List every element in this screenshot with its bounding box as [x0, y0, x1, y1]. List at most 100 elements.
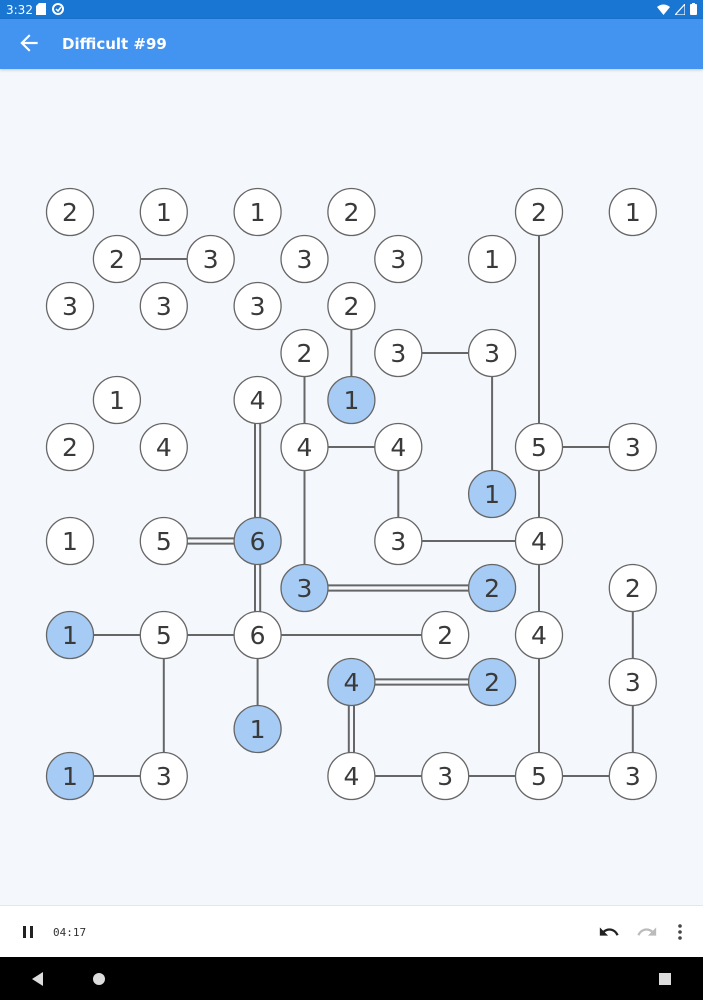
- island-circle[interactable]: [467, 234, 517, 284]
- island[interactable]: 2: [467, 657, 517, 707]
- island-circle[interactable]: [233, 375, 282, 425]
- island-circle[interactable]: [467, 469, 517, 519]
- island[interactable]: 2: [467, 563, 517, 613]
- island[interactable]: 1: [45, 610, 95, 660]
- island[interactable]: 1: [45, 516, 95, 566]
- island[interactable]: 3: [467, 328, 517, 378]
- island-circle[interactable]: [45, 422, 95, 472]
- island[interactable]: 2: [92, 234, 142, 284]
- island-circle[interactable]: [280, 328, 329, 378]
- island-circle[interactable]: [139, 281, 188, 331]
- island-circle[interactable]: [467, 563, 517, 613]
- island[interactable]: 2: [45, 422, 95, 472]
- island-circle[interactable]: [327, 375, 376, 425]
- island[interactable]: 4: [139, 422, 188, 472]
- island[interactable]: 1: [327, 375, 376, 425]
- island[interactable]: 3: [374, 234, 423, 284]
- island[interactable]: 1: [139, 187, 188, 237]
- island[interactable]: 1: [92, 375, 142, 425]
- island[interactable]: 3: [45, 281, 95, 331]
- island-circle[interactable]: [233, 281, 282, 331]
- island-circle[interactable]: [139, 187, 188, 237]
- island-circle[interactable]: [45, 281, 95, 331]
- island-circle[interactable]: [374, 234, 423, 284]
- island-circle[interactable]: [608, 657, 657, 707]
- island-circle[interactable]: [374, 422, 423, 472]
- island-circle[interactable]: [233, 610, 282, 660]
- island-circle[interactable]: [514, 751, 564, 801]
- island-circle[interactable]: [45, 610, 95, 660]
- island-circle[interactable]: [467, 328, 517, 378]
- island[interactable]: 3: [421, 751, 470, 801]
- island[interactable]: 3: [608, 657, 657, 707]
- island[interactable]: 5: [514, 422, 564, 472]
- island[interactable]: 1: [233, 704, 282, 754]
- island[interactable]: 1: [45, 751, 95, 801]
- island[interactable]: 3: [374, 328, 423, 378]
- island-circle[interactable]: [467, 657, 517, 707]
- island[interactable]: 4: [233, 375, 282, 425]
- island-circle[interactable]: [139, 516, 188, 566]
- island[interactable]: 3: [374, 516, 423, 566]
- island[interactable]: 1: [608, 187, 657, 237]
- island[interactable]: 4: [280, 422, 329, 472]
- island-circle[interactable]: [45, 751, 95, 801]
- redo-icon[interactable]: [636, 921, 658, 943]
- island-circle[interactable]: [139, 751, 188, 801]
- island[interactable]: 5: [139, 610, 188, 660]
- island[interactable]: 2: [327, 187, 376, 237]
- island-circle[interactable]: [421, 751, 470, 801]
- island-circle[interactable]: [45, 187, 95, 237]
- island[interactable]: 4: [374, 422, 423, 472]
- island-circle[interactable]: [421, 610, 470, 660]
- island[interactable]: 4: [514, 516, 564, 566]
- island-circle[interactable]: [233, 704, 282, 754]
- island-circle[interactable]: [608, 422, 657, 472]
- island[interactable]: 5: [514, 751, 564, 801]
- island[interactable]: 1: [467, 469, 517, 519]
- island[interactable]: 2: [421, 610, 470, 660]
- island-circle[interactable]: [327, 281, 376, 331]
- island-circle[interactable]: [280, 422, 329, 472]
- island[interactable]: 3: [608, 422, 657, 472]
- island-circle[interactable]: [327, 187, 376, 237]
- island-circle[interactable]: [233, 187, 282, 237]
- island[interactable]: 4: [327, 751, 376, 801]
- island-circle[interactable]: [92, 234, 142, 284]
- island-circle[interactable]: [608, 563, 657, 613]
- island[interactable]: 6: [233, 610, 282, 660]
- recents-square-icon[interactable]: [655, 969, 675, 989]
- island-circle[interactable]: [374, 516, 423, 566]
- island[interactable]: 3: [186, 234, 235, 284]
- island[interactable]: 2: [45, 187, 95, 237]
- island-circle[interactable]: [280, 234, 329, 284]
- island[interactable]: 3: [608, 751, 657, 801]
- island[interactable]: 3: [139, 281, 188, 331]
- pause-icon[interactable]: [18, 922, 38, 942]
- island[interactable]: 3: [280, 563, 329, 613]
- island-circle[interactable]: [514, 422, 564, 472]
- island-circle[interactable]: [608, 751, 657, 801]
- island[interactable]: 6: [233, 516, 282, 566]
- island[interactable]: 4: [514, 610, 564, 660]
- island[interactable]: 2: [608, 563, 657, 613]
- island[interactable]: 1: [233, 187, 282, 237]
- island[interactable]: 3: [233, 281, 282, 331]
- island-circle[interactable]: [514, 187, 564, 237]
- island-circle[interactable]: [608, 187, 657, 237]
- more-vert-icon[interactable]: [670, 921, 690, 943]
- island-circle[interactable]: [514, 610, 564, 660]
- island-circle[interactable]: [139, 422, 188, 472]
- island[interactable]: 2: [280, 328, 329, 378]
- island-circle[interactable]: [374, 328, 423, 378]
- island-circle[interactable]: [514, 516, 564, 566]
- island[interactable]: 2: [514, 187, 564, 237]
- island[interactable]: 3: [280, 234, 329, 284]
- island-circle[interactable]: [280, 563, 329, 613]
- island-circle[interactable]: [139, 610, 188, 660]
- island-circle[interactable]: [186, 234, 235, 284]
- island-circle[interactable]: [92, 375, 142, 425]
- island-circle[interactable]: [233, 516, 282, 566]
- island-circle[interactable]: [45, 516, 95, 566]
